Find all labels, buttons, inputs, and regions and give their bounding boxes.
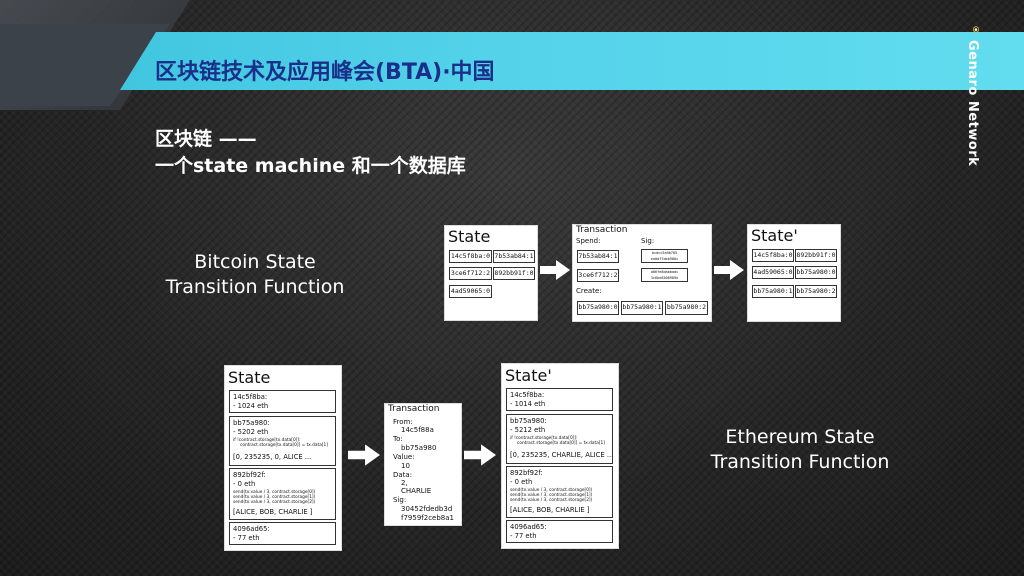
contract-code: send(tx.value / 3, contract.storage[0]) bbox=[510, 488, 593, 493]
heading-line2: 一个state machine 和一个数据库 bbox=[155, 155, 466, 177]
account-address: 892bf92f: bbox=[510, 469, 543, 477]
tx-field-value: 30452fdedb3d bbox=[401, 505, 453, 513]
sig-label: Sig: bbox=[641, 237, 655, 245]
create-cell: bb75a980:0 bbox=[577, 301, 619, 315]
bitcoin-label: Bitcoin State Transition Function bbox=[160, 250, 350, 300]
tx-field-label: Data: bbox=[393, 471, 413, 479]
bitcoin-label-line2: Transition Function bbox=[165, 276, 345, 298]
account-address: 892bf92f: bbox=[233, 471, 266, 479]
utxo-cell: 4ad59065:0 bbox=[449, 285, 492, 298]
ethereum-transaction-panel: Transaction From: 14c5f88a To: bb75a980 … bbox=[384, 403, 462, 526]
contract-code: send(tx.value / 3, contract.storage[2]) bbox=[510, 498, 593, 503]
bitcoin-state-title: State bbox=[448, 227, 491, 246]
utxo-cell: 892bb91f:0 bbox=[493, 267, 535, 280]
arrow-right-icon bbox=[540, 260, 570, 280]
logo-text: Genaro Network bbox=[965, 40, 980, 167]
tx-field-label: From: bbox=[393, 418, 413, 426]
utxo-cell: bb75a980:2 bbox=[795, 285, 837, 298]
account-box: 892bf92f: - 0 eth send(tx.value / 3, con… bbox=[506, 466, 613, 518]
utxo-cell: bb75a980:1 bbox=[752, 285, 794, 298]
bitcoin-transaction-panel: Transaction Spend: Sig: 7b53ab84:1 3ce6f… bbox=[572, 224, 712, 322]
ethereum-tx-title: Transaction bbox=[388, 404, 440, 414]
account-box: 14c5f8ba: - 1014 eth bbox=[506, 388, 613, 411]
account-balance: - 5202 eth bbox=[233, 428, 269, 436]
bitcoin-label-line1: Bitcoin State bbox=[194, 251, 316, 273]
bitcoin-state-panel: State 14c5f8ba:0 7b53ab84:1 3ce6f712:2 8… bbox=[444, 225, 538, 321]
utxo-cell: 4ad59065:0 bbox=[752, 266, 794, 279]
create-cell: bb75a980:2 bbox=[665, 301, 708, 315]
account-balance: - 1024 eth bbox=[233, 402, 269, 410]
contract-code: send(tx.value / 3, contract.storage[2]) bbox=[233, 500, 316, 505]
genaro-logo-icon bbox=[973, 26, 979, 33]
tx-field-value: f7959f2ceb8a1 bbox=[401, 514, 454, 522]
utxo-cell: 14c5f8ba:0 bbox=[449, 250, 492, 263]
utxo-cell: 14c5f8ba:0 bbox=[752, 249, 794, 262]
arrow-right-icon bbox=[464, 444, 496, 466]
account-address: 14c5f8ba: bbox=[233, 393, 268, 401]
ethereum-label-line1: Ethereum State bbox=[725, 426, 875, 448]
bitcoin-state-prime-title: State' bbox=[751, 226, 798, 245]
account-balance: - 0 eth bbox=[233, 480, 256, 488]
contract-code: send(tx.value / 3, contract.storage[1]) bbox=[510, 493, 593, 498]
utxo-cell: bb75a980:0 bbox=[795, 266, 837, 279]
tx-field-value: 10 bbox=[401, 462, 410, 470]
utxo-cell: 7b53ab84:1 bbox=[493, 250, 535, 263]
account-box: 892bf92f: - 0 eth send(tx.value / 3, con… bbox=[229, 468, 336, 520]
ethereum-state-panel: State 14c5f8ba: - 1024 eth bb75a980: - 5… bbox=[224, 365, 342, 551]
arrow-right-icon bbox=[348, 444, 380, 466]
account-address: 14c5f8ba: bbox=[510, 391, 545, 399]
contract-storage: [ALICE, BOB, CHARLIE ] bbox=[510, 506, 590, 514]
bitcoin-tx-title: Transaction bbox=[576, 225, 628, 235]
spend-cell: 7b53ab84:1 bbox=[577, 250, 619, 263]
tx-field-value: bb75a980 bbox=[401, 444, 437, 452]
contract-code: contract.storage[tx.data[0]] = tx.data[1… bbox=[517, 441, 605, 446]
sig-cell: d06fe8dabbadc 3c6be8508989e bbox=[641, 268, 688, 282]
spend-cell: 3ce6f712:2 bbox=[577, 269, 619, 282]
ethereum-state-prime-panel: State' 14c5f8ba: - 1014 eth bb75a980: - … bbox=[501, 363, 619, 549]
utxo-cell: 892bb91f:0 bbox=[795, 249, 837, 262]
utxo-cell: 3ce6f712:2 bbox=[449, 267, 492, 280]
account-box: 4096ad65: - 77 eth bbox=[229, 522, 336, 545]
banner-title: 区块链技术及应用峰会(BTA)·中国 bbox=[155, 60, 495, 85]
contract-code: send(tx.value / 3, contract.storage[1]) bbox=[233, 495, 316, 500]
account-balance: - 0 eth bbox=[510, 478, 533, 486]
account-box: 14c5f8ba: - 1024 eth bbox=[229, 390, 336, 413]
bitcoin-state-prime-panel: State' 14c5f8ba:0 892bb91f:0 4ad59065:0 … bbox=[747, 224, 841, 322]
spend-label: Spend: bbox=[576, 237, 601, 245]
account-address: 4096ad65: bbox=[510, 523, 547, 531]
contract-code: contract.storage[tx.data[0]] = tx.data[1… bbox=[240, 443, 328, 448]
tx-field-label: To: bbox=[393, 435, 403, 443]
account-balance: - 77 eth bbox=[510, 532, 537, 540]
create-cell: bb75a980:1 bbox=[621, 301, 663, 315]
account-address: 4096ad65: bbox=[233, 525, 270, 533]
account-box: bb75a980: - 5212 eth if !contract.storag… bbox=[506, 414, 613, 464]
account-address: bb75a980: bbox=[510, 417, 547, 425]
contract-code: if !contract.storage[tx.data[0]]: bbox=[233, 438, 301, 443]
arrow-right-icon bbox=[714, 260, 744, 280]
account-balance: - 77 eth bbox=[233, 534, 260, 542]
tx-field-value: CHARLIE bbox=[401, 487, 432, 495]
tx-field-value: 14c5f88a bbox=[401, 426, 434, 434]
sig-cell: bcdcc5a9b785 ea0df7deb900c bbox=[641, 249, 688, 263]
tx-field-value: 2, bbox=[401, 479, 408, 487]
contract-code: if !contract.storage[tx.data[0]]: bbox=[510, 436, 578, 441]
ethereum-state-prime-title: State' bbox=[505, 366, 552, 385]
contract-storage: [0, 235235, CHARLIE, ALICE ... bbox=[510, 451, 613, 459]
contract-storage: [0, 235235, 0, ALICE ... bbox=[233, 453, 312, 461]
account-box: 4096ad65: - 77 eth bbox=[506, 520, 613, 543]
ethereum-label-line2: Transition Function bbox=[710, 451, 890, 473]
tx-field-label: Sig: bbox=[393, 496, 407, 504]
account-address: bb75a980: bbox=[233, 419, 270, 427]
create-label: Create: bbox=[576, 287, 602, 295]
account-balance: - 5212 eth bbox=[510, 426, 546, 434]
account-balance: - 1014 eth bbox=[510, 400, 546, 408]
heading-line1: 区块链 —— bbox=[155, 128, 257, 150]
ethereum-state-title: State bbox=[228, 368, 271, 387]
contract-storage: [ALICE, BOB, CHARLIE ] bbox=[233, 508, 313, 516]
account-box: bb75a980: - 5202 eth if !contract.storag… bbox=[229, 416, 336, 466]
tx-field-label: Value: bbox=[393, 453, 415, 461]
contract-code: send(tx.value / 3, contract.storage[0]) bbox=[233, 490, 316, 495]
ethereum-label: Ethereum State Transition Function bbox=[700, 425, 900, 475]
title-banner bbox=[120, 32, 1024, 90]
